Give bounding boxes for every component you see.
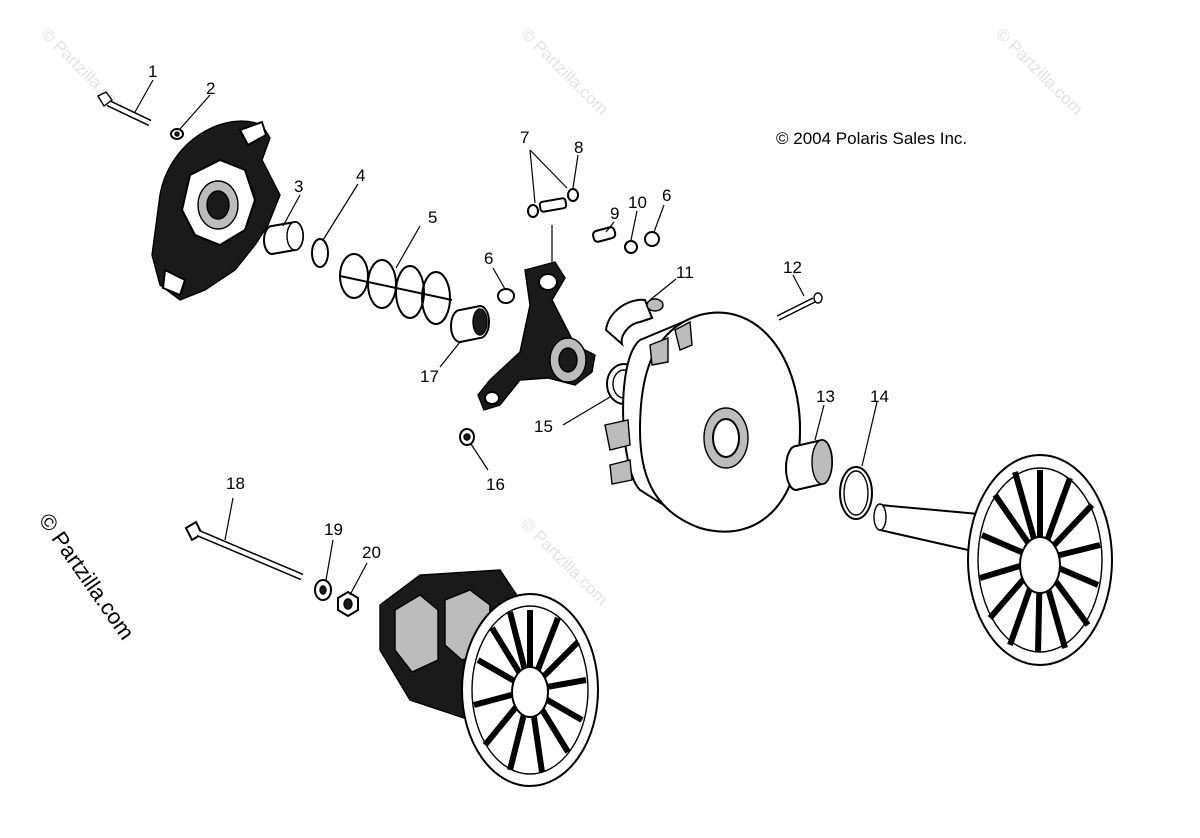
part-5-spring (339, 253, 453, 325)
part-16-nut (459, 428, 475, 446)
moveable-sheave (604, 311, 802, 533)
callout-2: 2 (206, 79, 215, 98)
callout-4: 4 (356, 166, 365, 185)
part-17-ring (450, 304, 490, 343)
spider-cover (151, 120, 281, 301)
callout-17: 17 (420, 367, 439, 386)
clutch-assembly (379, 569, 599, 787)
callout-10: 10 (628, 193, 647, 212)
callout-6a: 6 (484, 249, 493, 268)
callout-11: 11 (676, 263, 694, 282)
part-6b-cap (644, 231, 660, 247)
fixed-sheave (873, 454, 1113, 666)
part-3-bushing (263, 220, 304, 255)
callout-5: 5 (428, 208, 437, 227)
part-19-washer (314, 579, 332, 601)
callout-9: 9 (610, 204, 619, 223)
callout-16: 16 (486, 475, 505, 494)
leader-lines (134, 79, 878, 596)
callout-1: 1 (148, 62, 157, 81)
callout-13: 13 (816, 387, 835, 406)
part-7-8-pin (527, 188, 579, 218)
spider-assembly (477, 261, 596, 411)
part-18-bolt (184, 520, 304, 581)
callout-6b: 6 (662, 186, 671, 205)
callouts: 1 2 3 4 5 6 6 7 8 9 10 11 12 13 14 15 16… (148, 62, 889, 562)
part-11-weight (604, 298, 664, 347)
callout-12: 12 (783, 258, 802, 277)
part-13-bushing (785, 438, 833, 491)
callout-8: 8 (574, 138, 583, 157)
callout-20: 20 (362, 543, 381, 562)
part-6a-cap (497, 288, 515, 304)
part-1-bolt (97, 91, 152, 127)
part-2-washer (170, 128, 184, 140)
part-4-oring (311, 238, 329, 268)
callout-19: 19 (324, 520, 343, 539)
watermark-top-center: © Partzilla.com (517, 24, 611, 118)
part-14-ring (839, 466, 873, 520)
callout-18: 18 (226, 474, 245, 493)
part-9-pin (591, 226, 617, 243)
part-12-bolt (776, 292, 823, 321)
copyright-text: © 2004 Polaris Sales Inc. (776, 129, 967, 148)
part-20-nut (337, 590, 359, 618)
callout-14: 14 (870, 387, 889, 406)
callout-15: 15 (534, 417, 553, 436)
part-10-washer (624, 240, 638, 254)
callout-3: 3 (294, 177, 303, 196)
watermark-top-right: © Partzilla.com (992, 24, 1086, 118)
side-watermark: © Partzilla.com (34, 509, 140, 645)
callout-7: 7 (520, 128, 529, 147)
